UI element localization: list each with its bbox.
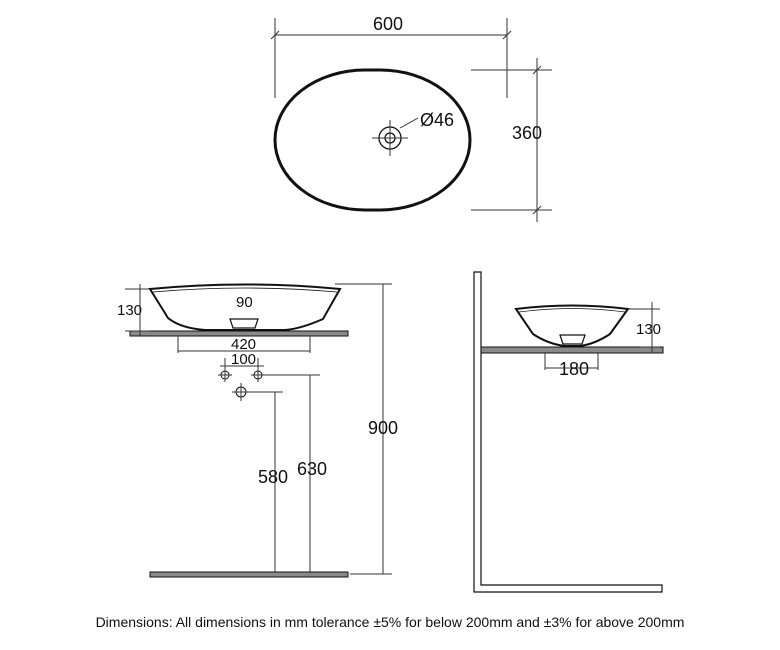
depth-label: 360: [512, 123, 542, 143]
base-label: 420: [231, 336, 256, 353]
waste-gap-label: 90: [236, 294, 253, 311]
bowl-height-dimension: [125, 284, 150, 336]
side-view: 130 180: [473, 271, 664, 593]
side-base-dimension: [544, 353, 599, 370]
counter-height-dimension: [335, 283, 392, 575]
inlet-symbol-right: [251, 368, 265, 382]
side-bowl-height-dimension: [628, 302, 660, 352]
side-waste: [559, 334, 586, 345]
inlet-height-label: 580: [258, 467, 288, 487]
width-label: 600: [373, 14, 403, 34]
base-dimension: [177, 336, 311, 353]
dimensions-note: Dimensions: All dimensions in mm toleran…: [95, 614, 685, 630]
basin-outline-top: [273, 68, 472, 212]
counter-height-label: 900: [368, 418, 398, 438]
width-dimension: [270, 18, 512, 98]
waste-leader: [399, 117, 419, 129]
waste-front: [229, 318, 259, 329]
waste-outlet-symbol: [372, 120, 408, 156]
waste-trap-symbol: [232, 383, 250, 401]
bowl-height-label: 130: [117, 302, 142, 319]
basin-bowl-side: [514, 304, 630, 347]
floor-line: [149, 571, 349, 578]
tap-spacing-label: 100: [231, 351, 256, 368]
basin-bowl-front: [148, 283, 342, 331]
wall-section: [473, 271, 663, 593]
side-base-label: 180: [559, 359, 589, 379]
waste-height-dimension: [265, 374, 320, 572]
inlet-height-dimension: [250, 391, 283, 572]
inlet-symbol-left: [218, 368, 232, 382]
side-bowl-height-label: 130: [636, 321, 661, 338]
front-view: 130 90 420 100: [117, 283, 398, 578]
top-view: Ø46 600 360: [270, 14, 552, 222]
side-countertop: [480, 346, 664, 354]
depth-dimension: [471, 58, 552, 222]
waste-height-label: 630: [297, 459, 327, 479]
waste-diameter-label: Ø46: [420, 110, 454, 130]
